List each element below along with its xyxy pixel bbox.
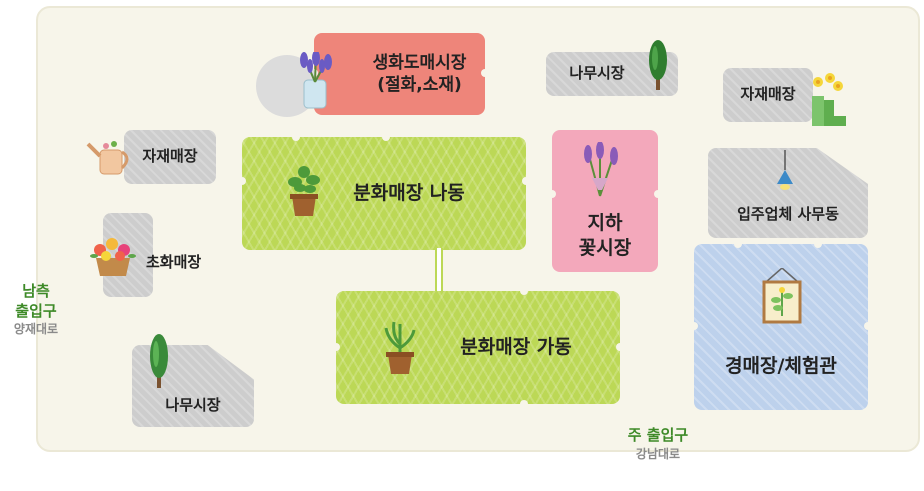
framed-plant-icon bbox=[762, 268, 802, 324]
lamp-icon bbox=[777, 150, 793, 190]
area-plant-store[interactable] bbox=[103, 213, 153, 297]
entrance-south-road: 양재대로 bbox=[13, 322, 59, 336]
area-bunhwa-ga-label: 분화매장 가동 bbox=[460, 336, 572, 359]
potted-plant-icon bbox=[288, 166, 320, 216]
entrance-south-title: 남측 출입구 bbox=[15, 282, 57, 320]
entrance-main-road: 강남대로 bbox=[635, 446, 681, 461]
area-auction-hall-label: 경매장/체험관 bbox=[725, 354, 837, 377]
area-material-store-left[interactable]: 자재매장 bbox=[124, 130, 216, 184]
potted-plant-icon bbox=[384, 321, 416, 374]
area-plant-store-label: 초화매장 bbox=[146, 253, 202, 271]
area-auction-hall[interactable]: 경매장/체험관 bbox=[690, 240, 872, 410]
watering-can-icon bbox=[86, 141, 129, 175]
cypress-icon bbox=[150, 334, 168, 388]
entrance-main-title: 주 출입구 bbox=[627, 426, 689, 444]
area-flower-market-label: 생화도매시장 (절화,소재) bbox=[372, 52, 467, 95]
area-bunhwa-na-label: 분화매장 나동 bbox=[353, 182, 465, 205]
area-material-store-top-right-label: 자재매장 bbox=[740, 85, 796, 104]
boots-flower-icon bbox=[812, 73, 846, 126]
area-underground-flower-market-label: 지하 꽃시장 bbox=[578, 212, 632, 259]
passage-connector bbox=[435, 248, 443, 292]
entrance-south: 남측 출입구 양재대로 bbox=[0, 282, 72, 338]
entrance-main: 주 출입구 강남대로 bbox=[596, 426, 720, 462]
flower-basket-icon bbox=[90, 238, 136, 276]
area-tenant-office-label: 입주업체 사무동 bbox=[737, 205, 839, 224]
area-tree-market-bottom-label: 나무시장 bbox=[165, 396, 221, 415]
area-material-store-left-label: 자재매장 bbox=[142, 147, 198, 166]
area-underground-flower-market[interactable]: 지하 꽃시장 bbox=[548, 130, 662, 272]
tree-icon bbox=[649, 40, 667, 90]
area-bunhwa-ga[interactable]: 분화매장 가동 bbox=[332, 287, 624, 408]
lavender-jar-icon bbox=[300, 52, 332, 109]
area-material-store-top-right[interactable]: 자재매장 bbox=[723, 68, 813, 122]
flower-bouquet-icon bbox=[584, 142, 618, 197]
area-tree-market-top-label: 나무시장 bbox=[569, 64, 625, 83]
area-bunhwa-na[interactable]: 분화매장 나동 bbox=[238, 133, 530, 250]
area-flower-market[interactable]: 생화도매시장 (절화,소재) bbox=[310, 33, 489, 115]
